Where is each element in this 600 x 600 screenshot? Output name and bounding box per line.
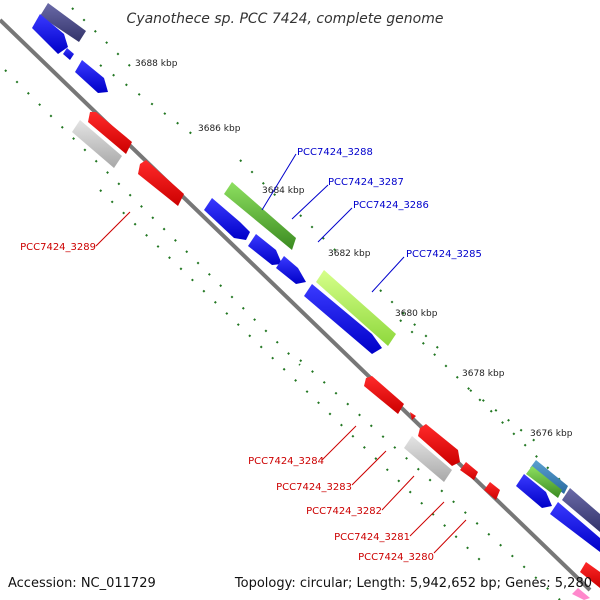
leader-3284	[321, 425, 357, 461]
gene-label-3283[interactable]: PCC7424_3283	[276, 482, 352, 493]
leader-3285	[371, 256, 405, 293]
gene-label-3281[interactable]: PCC7424_3281	[334, 532, 410, 543]
tick-guide-lower-a	[4, 69, 301, 366]
gene-arrow-red-edge[interactable]	[580, 562, 600, 588]
gene-label-3288[interactable]: PCC7424_3288	[297, 147, 373, 158]
tick-guides	[4, 7, 600, 600]
leader-3281	[409, 501, 445, 537]
forward-labels: PCC7424_3288 PCC7424_3287 PCC7424_3286 P…	[297, 147, 482, 260]
gene-arrow-blue-3286b[interactable]	[276, 256, 306, 284]
footer-accession: Accession: NC_011729	[8, 576, 156, 591]
gene-label-3280[interactable]: PCC7424_3280	[358, 552, 434, 563]
gene-arrow-blue-3287[interactable]	[204, 198, 250, 240]
gene-arrow-lime-3285[interactable]	[316, 270, 396, 346]
gene-arrow-red-3281[interactable]	[460, 462, 478, 480]
gene-arrow-red-3289a[interactable]	[88, 112, 132, 154]
leader-3287	[291, 184, 329, 220]
gene-arrow-blue-3688[interactable]	[75, 60, 108, 93]
gene-label-3287[interactable]: PCC7424_3287	[328, 177, 404, 188]
gene-label-3289[interactable]: PCC7424_3289	[20, 242, 96, 253]
gene-arrow-blue-3676a[interactable]	[516, 474, 552, 508]
gene-arrow-red-3289b[interactable]	[138, 160, 184, 206]
gene-arrow-pink-edge[interactable]	[572, 588, 590, 600]
tick-guide-lower-c	[299, 359, 561, 600]
gene-arrow-green-3676[interactable]	[526, 466, 562, 498]
leader-3280	[433, 519, 467, 554]
gene-arrow-teal-3676[interactable]	[530, 460, 568, 494]
gene-label-3282[interactable]: PCC7424_3282	[306, 506, 382, 517]
forward-features	[32, 3, 600, 552]
gene-arrow-red-3283-small[interactable]	[410, 412, 416, 420]
leader-3288	[261, 153, 297, 211]
gene-arrow-green-3288[interactable]	[224, 182, 296, 250]
tick-label-3688: 3688 kbp	[135, 59, 178, 69]
gene-arrow-gray-3282[interactable]	[404, 436, 452, 482]
reverse-labels: PCC7424_3289 PCC7424_3284 PCC7424_3283 P…	[20, 242, 434, 563]
tick-label-3678: 3678 kbp	[462, 369, 505, 379]
leader-3289	[95, 211, 131, 247]
genome-backbone	[0, 18, 592, 592]
gene-arrow-navy-3676[interactable]	[562, 488, 600, 532]
gene-label-3286[interactable]: PCC7424_3286	[353, 200, 429, 211]
leader-3286	[317, 207, 353, 243]
gene-arrow-gray-3289[interactable]	[72, 120, 122, 168]
footer-summary: Topology: circular; Length: 5,942,652 bp…	[234, 576, 592, 591]
gene-label-3285[interactable]: PCC7424_3285	[406, 249, 482, 260]
gene-label-3284[interactable]: PCC7424_3284	[248, 456, 324, 467]
gene-arrow-red-3284[interactable]	[364, 376, 404, 414]
gene-arrow-blue-top[interactable]	[32, 14, 68, 54]
gene-arrow-blue-3285[interactable]	[304, 284, 382, 354]
label-leaders	[95, 153, 467, 554]
reverse-features	[72, 112, 600, 600]
gene-arrow-navy-top[interactable]	[40, 3, 86, 42]
gene-arrow-blue-3286a[interactable]	[248, 234, 282, 265]
gene-arrow-red-3283[interactable]	[418, 424, 460, 466]
tick-label-3682: 3682 kbp	[328, 249, 371, 259]
tick-label-3680: 3680 kbp	[395, 309, 438, 319]
tick-label-3686: 3686 kbp	[198, 124, 241, 134]
gene-arrow-blue-3676b[interactable]	[550, 502, 600, 552]
leader-3282	[381, 475, 415, 511]
gene-arrow-blue-small[interactable]	[63, 48, 74, 60]
tick-label-3684: 3684 kbp	[262, 186, 305, 196]
leader-3283	[351, 450, 387, 486]
gene-arrow-red-3280[interactable]	[484, 482, 500, 500]
map-title: Cyanothece sp. PCC 7424, complete genome	[127, 11, 444, 27]
tick-label-3676: 3676 kbp	[530, 429, 573, 439]
